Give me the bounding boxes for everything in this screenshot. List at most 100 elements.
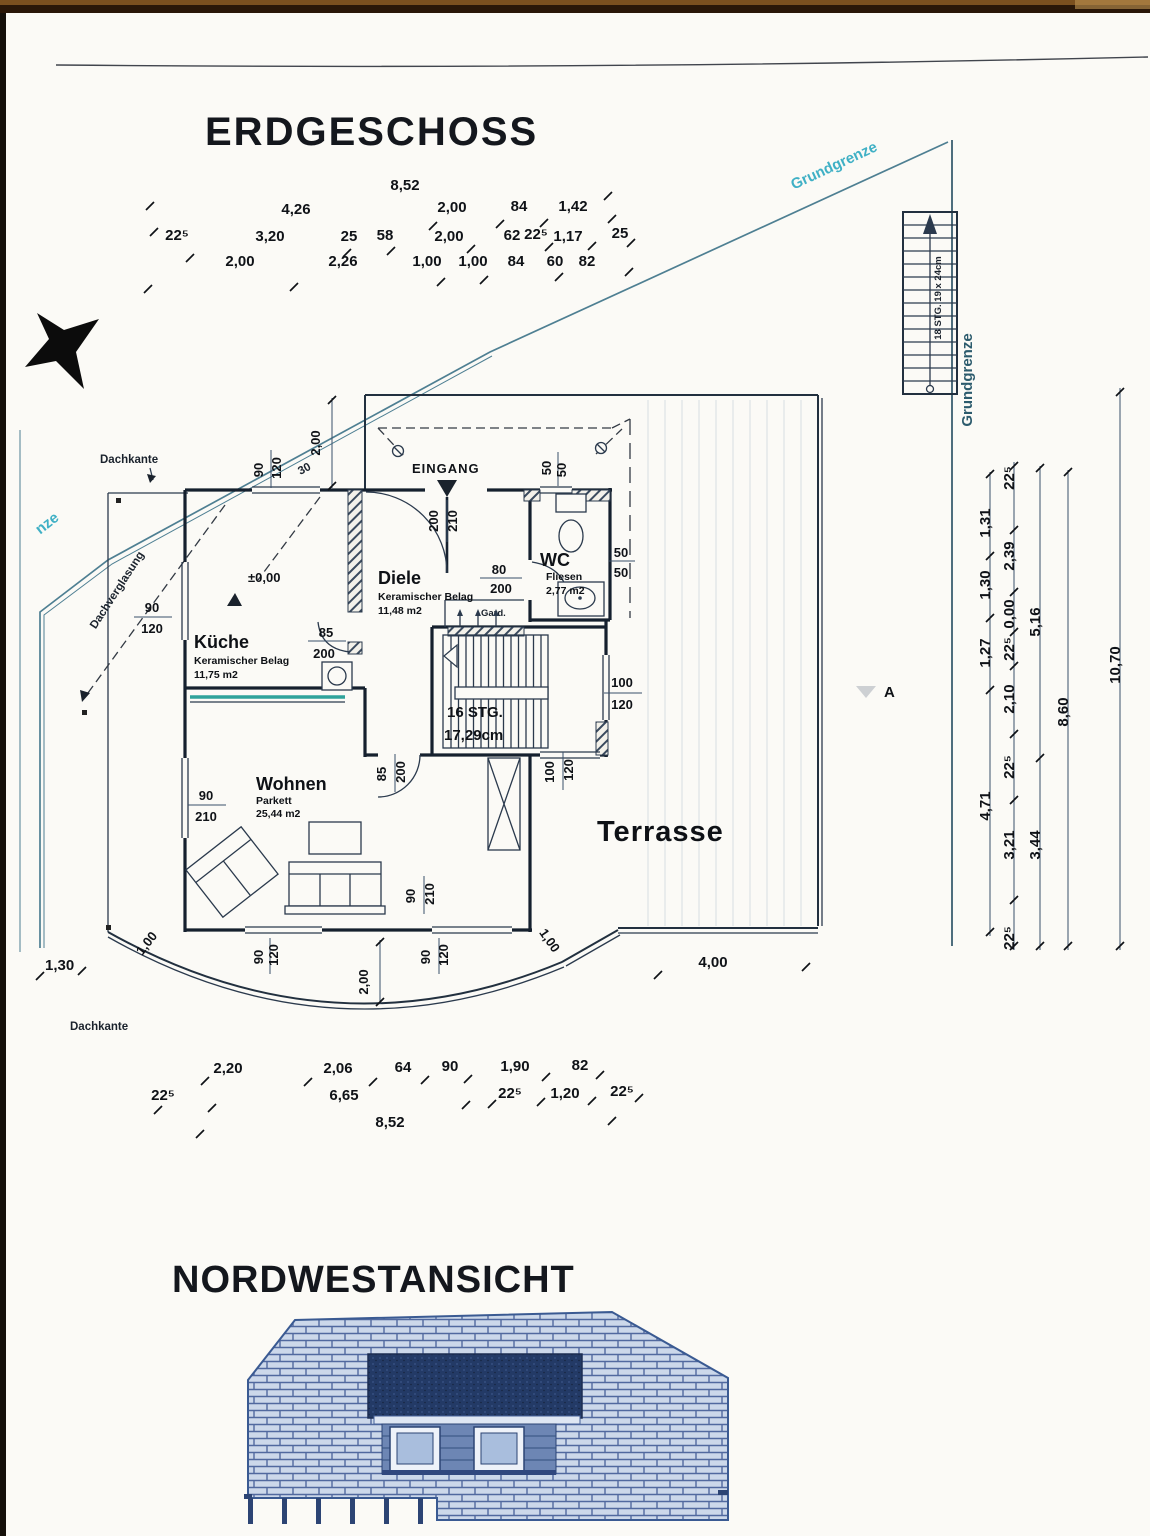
dim-label: 82: [572, 1057, 589, 1074]
dim-label: 1,90: [500, 1058, 529, 1075]
porch-terrace-outline-inner: [618, 398, 823, 934]
dim-label: 3,20: [255, 228, 284, 245]
dim-label: 8,60: [1055, 697, 1072, 726]
section-marker-icon: [856, 686, 876, 698]
room-area-wc: 2,77 m2: [546, 585, 585, 597]
elevation-eave-cap: [718, 1490, 728, 1495]
dim-label: 8,52: [375, 1114, 404, 1131]
dim-label: 1,31: [977, 508, 994, 537]
boundary-label-left-partial: nze: [32, 509, 62, 538]
dim-label: 90: [251, 950, 266, 964]
elevation-eave-cap: [244, 1494, 252, 1499]
dim-label: 1,27: [977, 638, 994, 667]
dim-chain-lines: [989, 388, 1121, 950]
entrance-door-swing: [365, 491, 448, 574]
interior-stairs: 16 STG. 17,29cm Gard.: [442, 599, 549, 851]
dim-label: 50: [554, 463, 569, 477]
dim-label: 82: [579, 253, 596, 270]
dim-label: 90: [251, 463, 266, 477]
canopy-dashed-lines: [377, 418, 631, 457]
dim-label: 120: [141, 621, 163, 636]
dim-label: 1,42: [558, 198, 587, 215]
room-area-wohnen: 25,44 m2: [256, 808, 301, 820]
entrance-label: EINGANG: [412, 461, 480, 476]
dim-label: 50: [539, 461, 554, 475]
chimney-cross: [487, 757, 521, 851]
fixtures-furniture: [185, 493, 605, 919]
roof-edge-bay-curve: [107, 929, 619, 1005]
dim-label: 100: [542, 761, 557, 783]
elevation-drawing: [244, 1310, 729, 1524]
dim-label: 210: [195, 809, 217, 824]
wall-pier: [347, 489, 363, 613]
dim-label: 22⁵: [1001, 755, 1018, 779]
room-area-kueche: 11,75 m2: [194, 669, 238, 681]
column-symbol-slash: [393, 446, 403, 456]
dimensions-top: 8,52 4,26 2,00 84 1,42 22⁵ 3,20 25 58 2,…: [143, 177, 636, 294]
sofa-cushion-lines: [289, 873, 381, 906]
room-floor-wc: Fliesen: [546, 571, 582, 583]
stairs-direction-arrow-icon: [443, 643, 458, 669]
dim-label: 2,06: [323, 1060, 352, 1077]
dim-label: 64: [395, 1059, 412, 1076]
dim-label: 210: [445, 510, 460, 532]
dim-label: 90: [403, 889, 418, 903]
garderobe-label: Gard.: [481, 608, 506, 619]
dim-label: 22⁵: [498, 1085, 522, 1102]
room-name-wc: WC: [540, 550, 570, 570]
roof-edge-bay-curve-inner: [107, 934, 621, 1010]
dim-label: 120: [561, 759, 576, 781]
armchair-angled: [185, 825, 279, 919]
room-area-diele: 11,48 m2: [378, 605, 422, 617]
house-walls: [181, 486, 612, 934]
dim-label: 3,44: [1027, 830, 1044, 860]
dim-label: 2,26: [328, 253, 357, 270]
dim-label: 90: [418, 950, 433, 964]
survey-marker: [116, 498, 121, 503]
dim-label: 6,65: [329, 1087, 358, 1104]
dim-label: 210: [422, 883, 437, 905]
exterior-stairs: 18 STG. 19 x 24cm: [902, 211, 958, 395]
dim-label: 2,00: [308, 430, 323, 455]
dim-label: 84: [508, 253, 525, 270]
dim-label: 200: [426, 510, 441, 532]
living-door-swing: [377, 754, 421, 798]
elevation-dormer-fascia: [373, 1415, 581, 1425]
room-floor-diele: Keramischer Belag: [378, 591, 473, 603]
garderobe-arrowhead-icon: [493, 609, 499, 616]
dim-label: 2,39: [1001, 541, 1018, 570]
dim-label: 25: [612, 225, 629, 242]
elevation-dormer-window-glass: [480, 1432, 518, 1465]
scan-corner: [1075, 0, 1150, 9]
dim-label: 4,71: [977, 791, 994, 820]
dim-label: 200: [313, 646, 335, 661]
dim-label: 22⁵: [1001, 637, 1018, 661]
toilet-bowl: [558, 519, 584, 553]
dim-label: 22⁵: [524, 226, 548, 243]
dimensions-plan: 90 120 2,00 200 210 50 50 50 50 80 200 8…: [35, 395, 811, 1007]
scan-top-edge-highlight: [0, 0, 1150, 5]
boundary-label-vertical: Grundgrenze: [959, 333, 976, 426]
dim-label: 0,00: [1001, 599, 1018, 628]
dim-label: 22⁵: [610, 1083, 634, 1100]
dim-label: 80: [492, 562, 506, 577]
exterior-stairs-label: 18 STG. 19 x 24cm: [933, 256, 944, 339]
stairs-count-label: 16 STG.: [447, 704, 503, 721]
entrance-arrow-icon: [437, 480, 457, 497]
roof-glazing-arrowhead-icon: [80, 690, 90, 702]
kitchen-door-swing: [317, 621, 351, 653]
page-top-line: [55, 56, 1149, 68]
dim-label: 1,00: [412, 253, 441, 270]
dim-label: 60: [547, 253, 564, 270]
dim-label: 22⁵: [151, 1087, 175, 1104]
dim-label: 22⁵: [1001, 466, 1018, 490]
stairs-handrail: [454, 686, 549, 700]
dim-divider-lines: [134, 398, 642, 1004]
room-name-wohnen: Wohnen: [256, 774, 327, 794]
room-floor-wohnen: Parkett: [256, 795, 292, 807]
elevation-dormer-window-glass: [396, 1432, 434, 1465]
wall-pier: [523, 489, 541, 502]
dim-label: 1,17: [553, 228, 582, 245]
